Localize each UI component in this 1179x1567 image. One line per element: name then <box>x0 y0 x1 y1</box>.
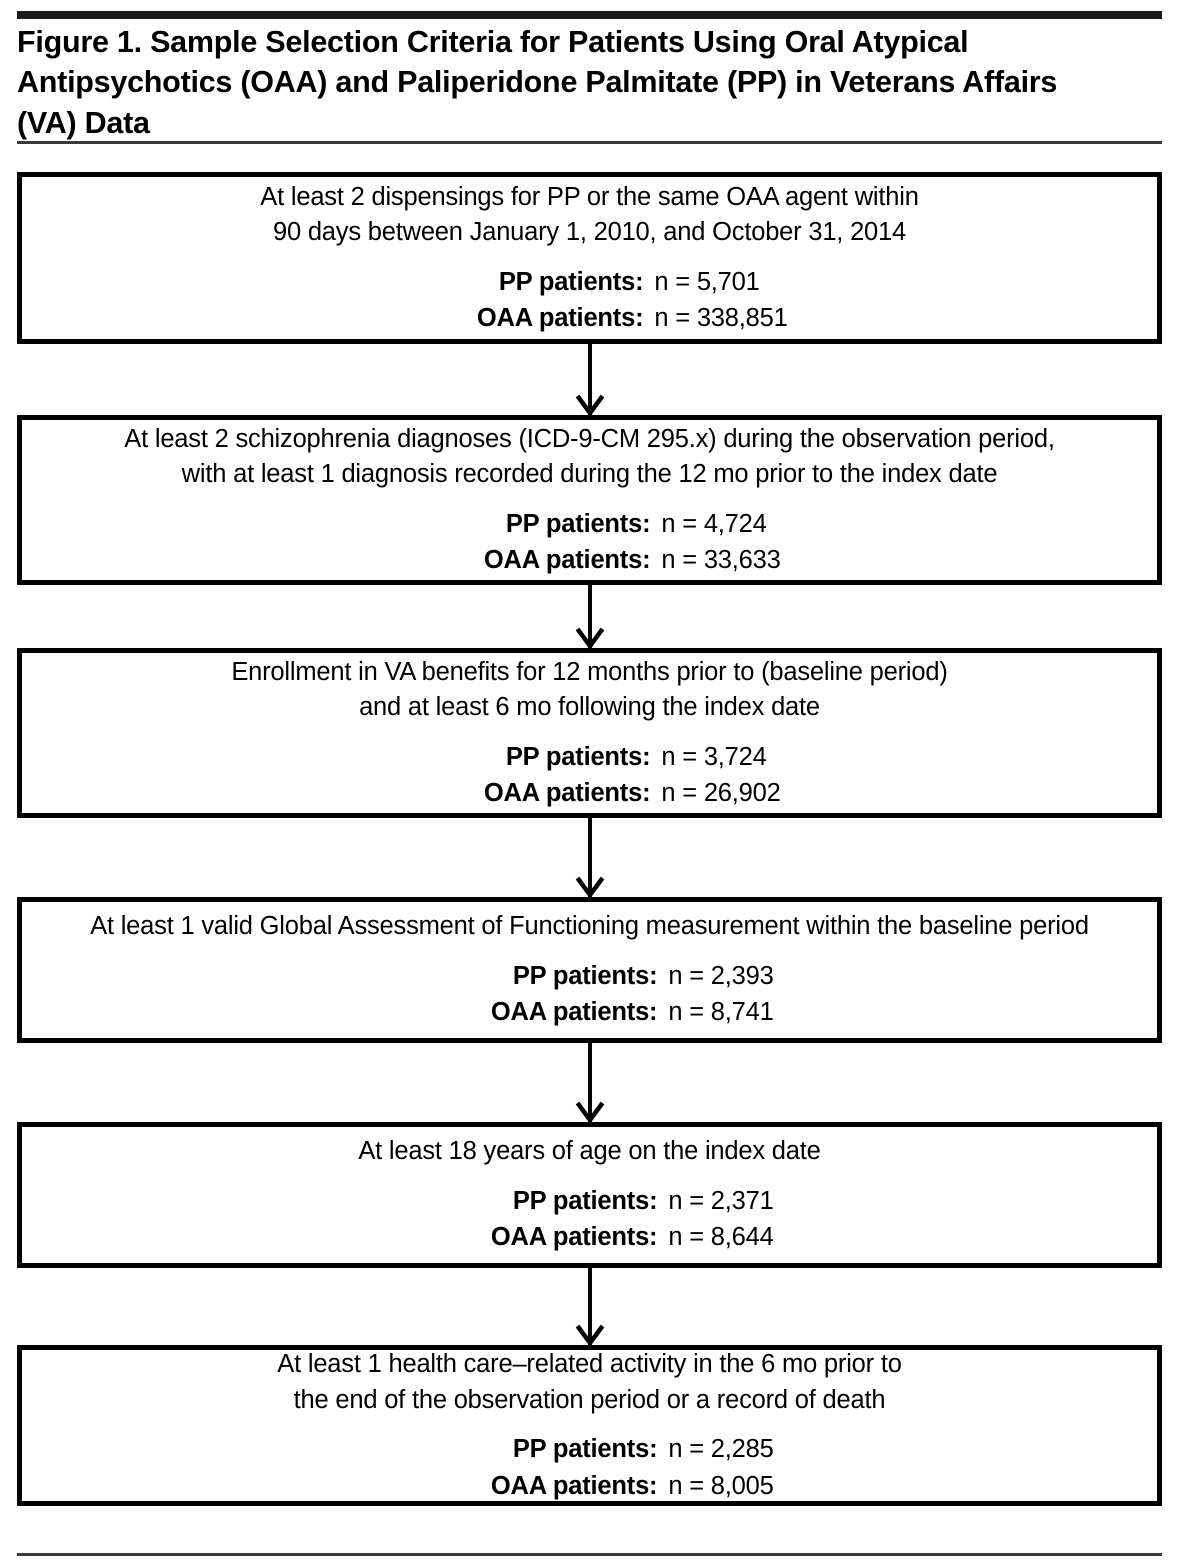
step-1-pp-label: PP patients: <box>498 267 644 296</box>
step-6-pp-row: PP patients: n = 2,285 <box>405 1431 774 1467</box>
step-4-oaa-row: OAA patients: n = 8,741 <box>405 994 774 1030</box>
connector-arrow-4 <box>575 1043 605 1123</box>
step-2-criteria: At least 2 schizophrenia diagnoses (ICD-… <box>124 424 1055 489</box>
step-3-oaa-row: OAA patients: n = 26,902 <box>398 775 781 811</box>
step-3-pp-value: n = 3,724 <box>661 742 767 771</box>
page-title: Figure 1. Sample Selection Criteria for … <box>17 25 1058 140</box>
flow-step-3: Enrollment in VA benefits for 12 months … <box>17 648 1162 818</box>
step-4-pp-label: PP patients: <box>512 962 658 991</box>
step-5-criteria: At least 18 years of age on the index da… <box>358 1137 821 1166</box>
step-5-pp-value: n = 2,371 <box>668 1187 774 1216</box>
arrow-down-icon <box>575 619 605 649</box>
step-6-counts: PP patients: n = 2,285 OAA patients: n =… <box>405 1431 774 1504</box>
step-5-pp-label: PP patients: <box>512 1187 658 1216</box>
bottom-rule <box>17 1553 1162 1556</box>
step-2-oaa-value: n = 33,633 <box>661 546 781 575</box>
step-1-pp-row: PP patients: n = 5,701 <box>391 264 787 300</box>
step-5-oaa-value: n = 8,644 <box>668 1223 774 1252</box>
step-3-oaa-value: n = 26,902 <box>661 779 781 808</box>
arrow-down-icon <box>575 868 605 898</box>
step-6-criteria: At least 1 health care–related activity … <box>277 1350 902 1414</box>
step-6-oaa-value: n = 8,005 <box>668 1471 774 1500</box>
step-6-pp-label: PP patients: <box>512 1435 658 1464</box>
flow-step-5: At least 18 years of age on the index da… <box>17 1122 1162 1268</box>
step-6-oaa-row: OAA patients: n = 8,005 <box>405 1468 774 1504</box>
step-5-oaa-row: OAA patients: n = 8,644 <box>405 1219 774 1255</box>
step-1-oaa-row: OAA patients: n = 338,851 <box>391 300 788 336</box>
step-2-pp-value: n = 4,724 <box>661 509 767 538</box>
step-2-oaa-row: OAA patients: n = 33,633 <box>398 542 781 578</box>
connector-arrow-2 <box>575 585 605 649</box>
arrow-down-icon <box>575 1316 605 1346</box>
step-4-criteria: At least 1 valid Global Assessment of Fu… <box>90 912 1089 941</box>
title-divider-rule <box>17 141 1162 144</box>
step-1-oaa-value: n = 338,851 <box>654 304 788 333</box>
top-rule <box>17 11 1162 19</box>
flow-step-4: At least 1 valid Global Assessment of Fu… <box>17 897 1162 1043</box>
flow-step-2: At least 2 schizophrenia diagnoses (ICD-… <box>17 415 1162 585</box>
step-1-pp-value: n = 5,701 <box>654 267 760 296</box>
arrow-down-icon <box>575 386 605 416</box>
connector-arrow-1 <box>575 344 605 416</box>
step-3-criteria: Enrollment in VA benefits for 12 months … <box>231 657 948 722</box>
connector-arrow-3 <box>575 818 605 898</box>
step-1-criteria: At least 2 dispensings for PP or the sam… <box>260 182 919 247</box>
flow-step-6: At least 1 health care–related activity … <box>17 1345 1162 1506</box>
step-4-oaa-value: n = 8,741 <box>668 998 774 1027</box>
step-6-oaa-label: OAA patients: <box>490 1471 658 1500</box>
step-2-pp-row: PP patients: n = 4,724 <box>398 506 780 542</box>
connector-arrow-5 <box>575 1268 605 1346</box>
step-5-counts: PP patients: n = 2,371 OAA patients: n =… <box>405 1183 774 1255</box>
step-6-pp-value: n = 2,285 <box>668 1435 774 1464</box>
step-4-pp-value: n = 2,393 <box>668 962 774 991</box>
step-4-counts: PP patients: n = 2,393 OAA patients: n =… <box>405 958 774 1030</box>
step-3-pp-label: PP patients: <box>505 742 651 771</box>
step-4-pp-row: PP patients: n = 2,393 <box>405 958 774 994</box>
step-5-pp-row: PP patients: n = 2,371 <box>405 1183 774 1219</box>
arrow-down-icon <box>575 1093 605 1123</box>
step-3-pp-row: PP patients: n = 3,724 <box>398 739 780 775</box>
step-3-oaa-label: OAA patients: <box>483 779 651 808</box>
flow-step-1: At least 2 dispensings for PP or the sam… <box>17 172 1162 344</box>
step-2-oaa-label: OAA patients: <box>483 546 651 575</box>
step-3-counts: PP patients: n = 3,724 OAA patients: n =… <box>398 739 781 811</box>
step-5-oaa-label: OAA patients: <box>490 1223 658 1252</box>
step-2-counts: PP patients: n = 4,724 OAA patients: n =… <box>398 506 781 578</box>
step-1-oaa-label: OAA patients: <box>476 304 644 333</box>
step-4-oaa-label: OAA patients: <box>490 998 658 1027</box>
step-1-counts: PP patients: n = 5,701 OAA patients: n =… <box>391 264 788 336</box>
step-2-pp-label: PP patients: <box>505 509 651 538</box>
